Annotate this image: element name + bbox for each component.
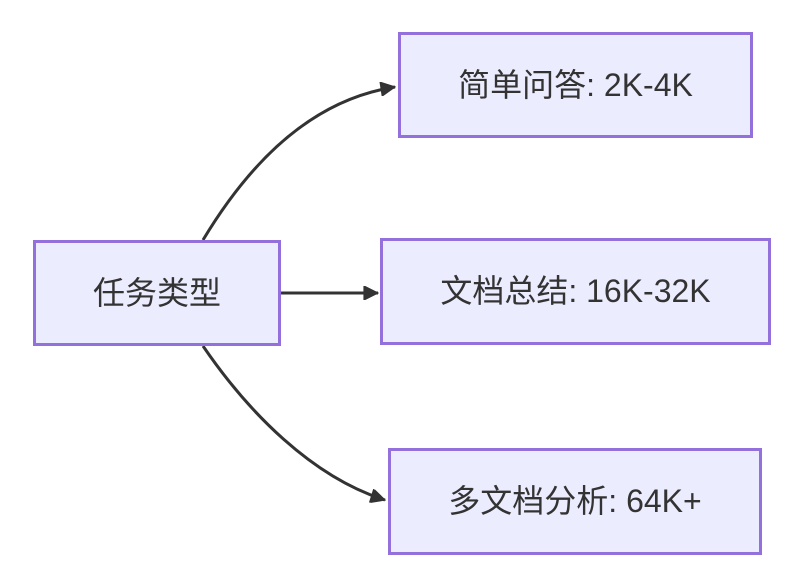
node-task-type: 任务类型 [33,240,281,346]
node-doc-summary-label: 文档总结: 16K-32K [440,273,711,310]
node-task-type-label: 任务类型 [92,274,221,311]
node-multidoc-analysis-label: 多文档分析: 64K+ [448,483,702,520]
edge-root-to-multidoc-analysis [201,345,385,500]
node-doc-summary: 文档总结: 16K-32K [380,238,771,345]
node-simple-qa: 简单问答: 2K-4K [398,32,753,138]
node-multidoc-analysis: 多文档分析: 64K+ [388,448,762,555]
node-simple-qa-label: 简单问答: 2K-4K [458,66,693,103]
edge-root-to-simple-qa [201,87,395,241]
